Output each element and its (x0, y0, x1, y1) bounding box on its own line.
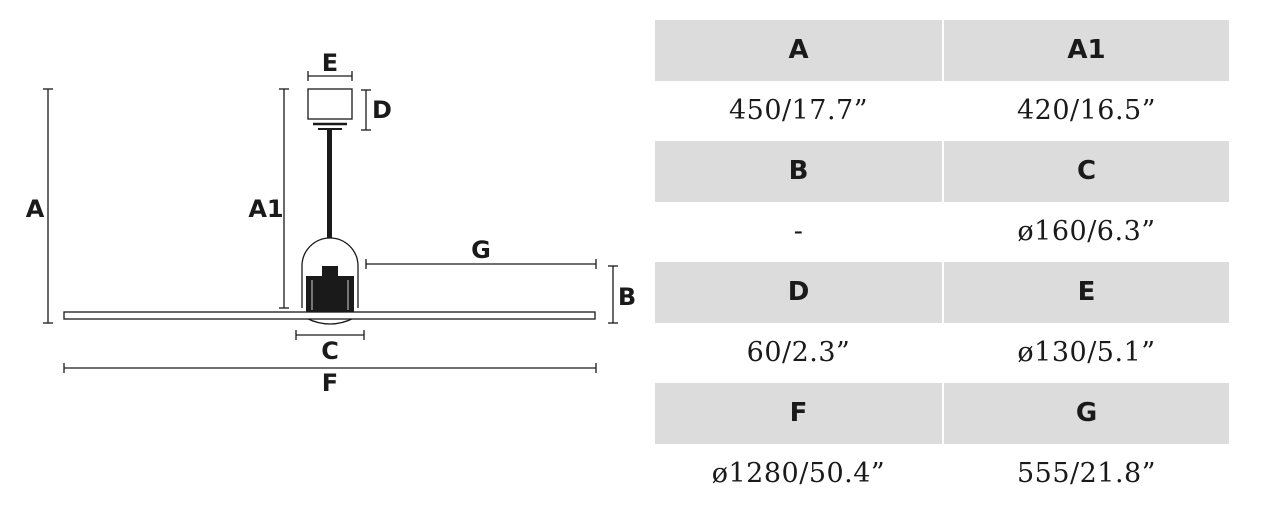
dimension-c: C (295, 330, 365, 365)
table-header-row: A A1 (655, 20, 1229, 81)
value-cell: 420/16.5” (944, 80, 1229, 141)
dimension-a1: A1 (248, 88, 289, 309)
dimension-a: A (26, 88, 53, 324)
value-cell: 450/17.7” (655, 80, 942, 141)
dimension-e: E (307, 49, 353, 81)
header-cell: C (944, 141, 1229, 202)
table-header-row: F G (655, 383, 1229, 444)
dimension-d: D (361, 89, 392, 131)
table-header-row: D E (655, 262, 1229, 323)
label-b: B (618, 283, 636, 311)
header-cell: A1 (944, 20, 1229, 81)
dimension-table: A A1 450/17.7” 420/16.5” B C - ø160/6.3”… (655, 20, 1229, 504)
label-a: A (26, 195, 45, 223)
canopy (307, 88, 353, 130)
table-value-row: 450/17.7” 420/16.5” (655, 80, 1229, 141)
label-c: C (321, 337, 339, 365)
table-value-row: ø1280/50.4” 555/21.8” (655, 443, 1229, 504)
table-value-row: 60/2.3” ø130/5.1” (655, 322, 1229, 383)
value-cell: 555/21.8” (944, 443, 1229, 504)
table-header-row: B C (655, 141, 1229, 202)
fan-blades (63, 311, 596, 320)
header-cell: E (944, 262, 1229, 323)
value-cell: ø130/5.1” (944, 322, 1229, 383)
dimension-f: F (63, 363, 597, 397)
label-d: D (372, 96, 392, 124)
value-cell: 60/2.3” (655, 322, 942, 383)
value-cell: - (655, 201, 942, 262)
label-f: F (322, 369, 338, 397)
fan-dimension-diagram: A A1 E D G (26, 49, 636, 397)
header-cell: B (655, 141, 942, 202)
label-a1: A1 (248, 195, 283, 223)
header-cell: F (655, 383, 942, 444)
table-value-row: - ø160/6.3” (655, 201, 1229, 262)
dimension-g: G (365, 236, 597, 269)
dimension-b: B (608, 265, 636, 324)
downrod (327, 130, 332, 268)
header-cell: A (655, 20, 942, 81)
label-g: G (471, 236, 491, 264)
label-e: E (322, 49, 338, 77)
motor-housing (301, 237, 359, 325)
value-cell: ø1280/50.4” (655, 443, 942, 504)
header-cell: G (944, 383, 1229, 444)
value-cell: ø160/6.3” (944, 201, 1229, 262)
header-cell: D (655, 262, 942, 323)
